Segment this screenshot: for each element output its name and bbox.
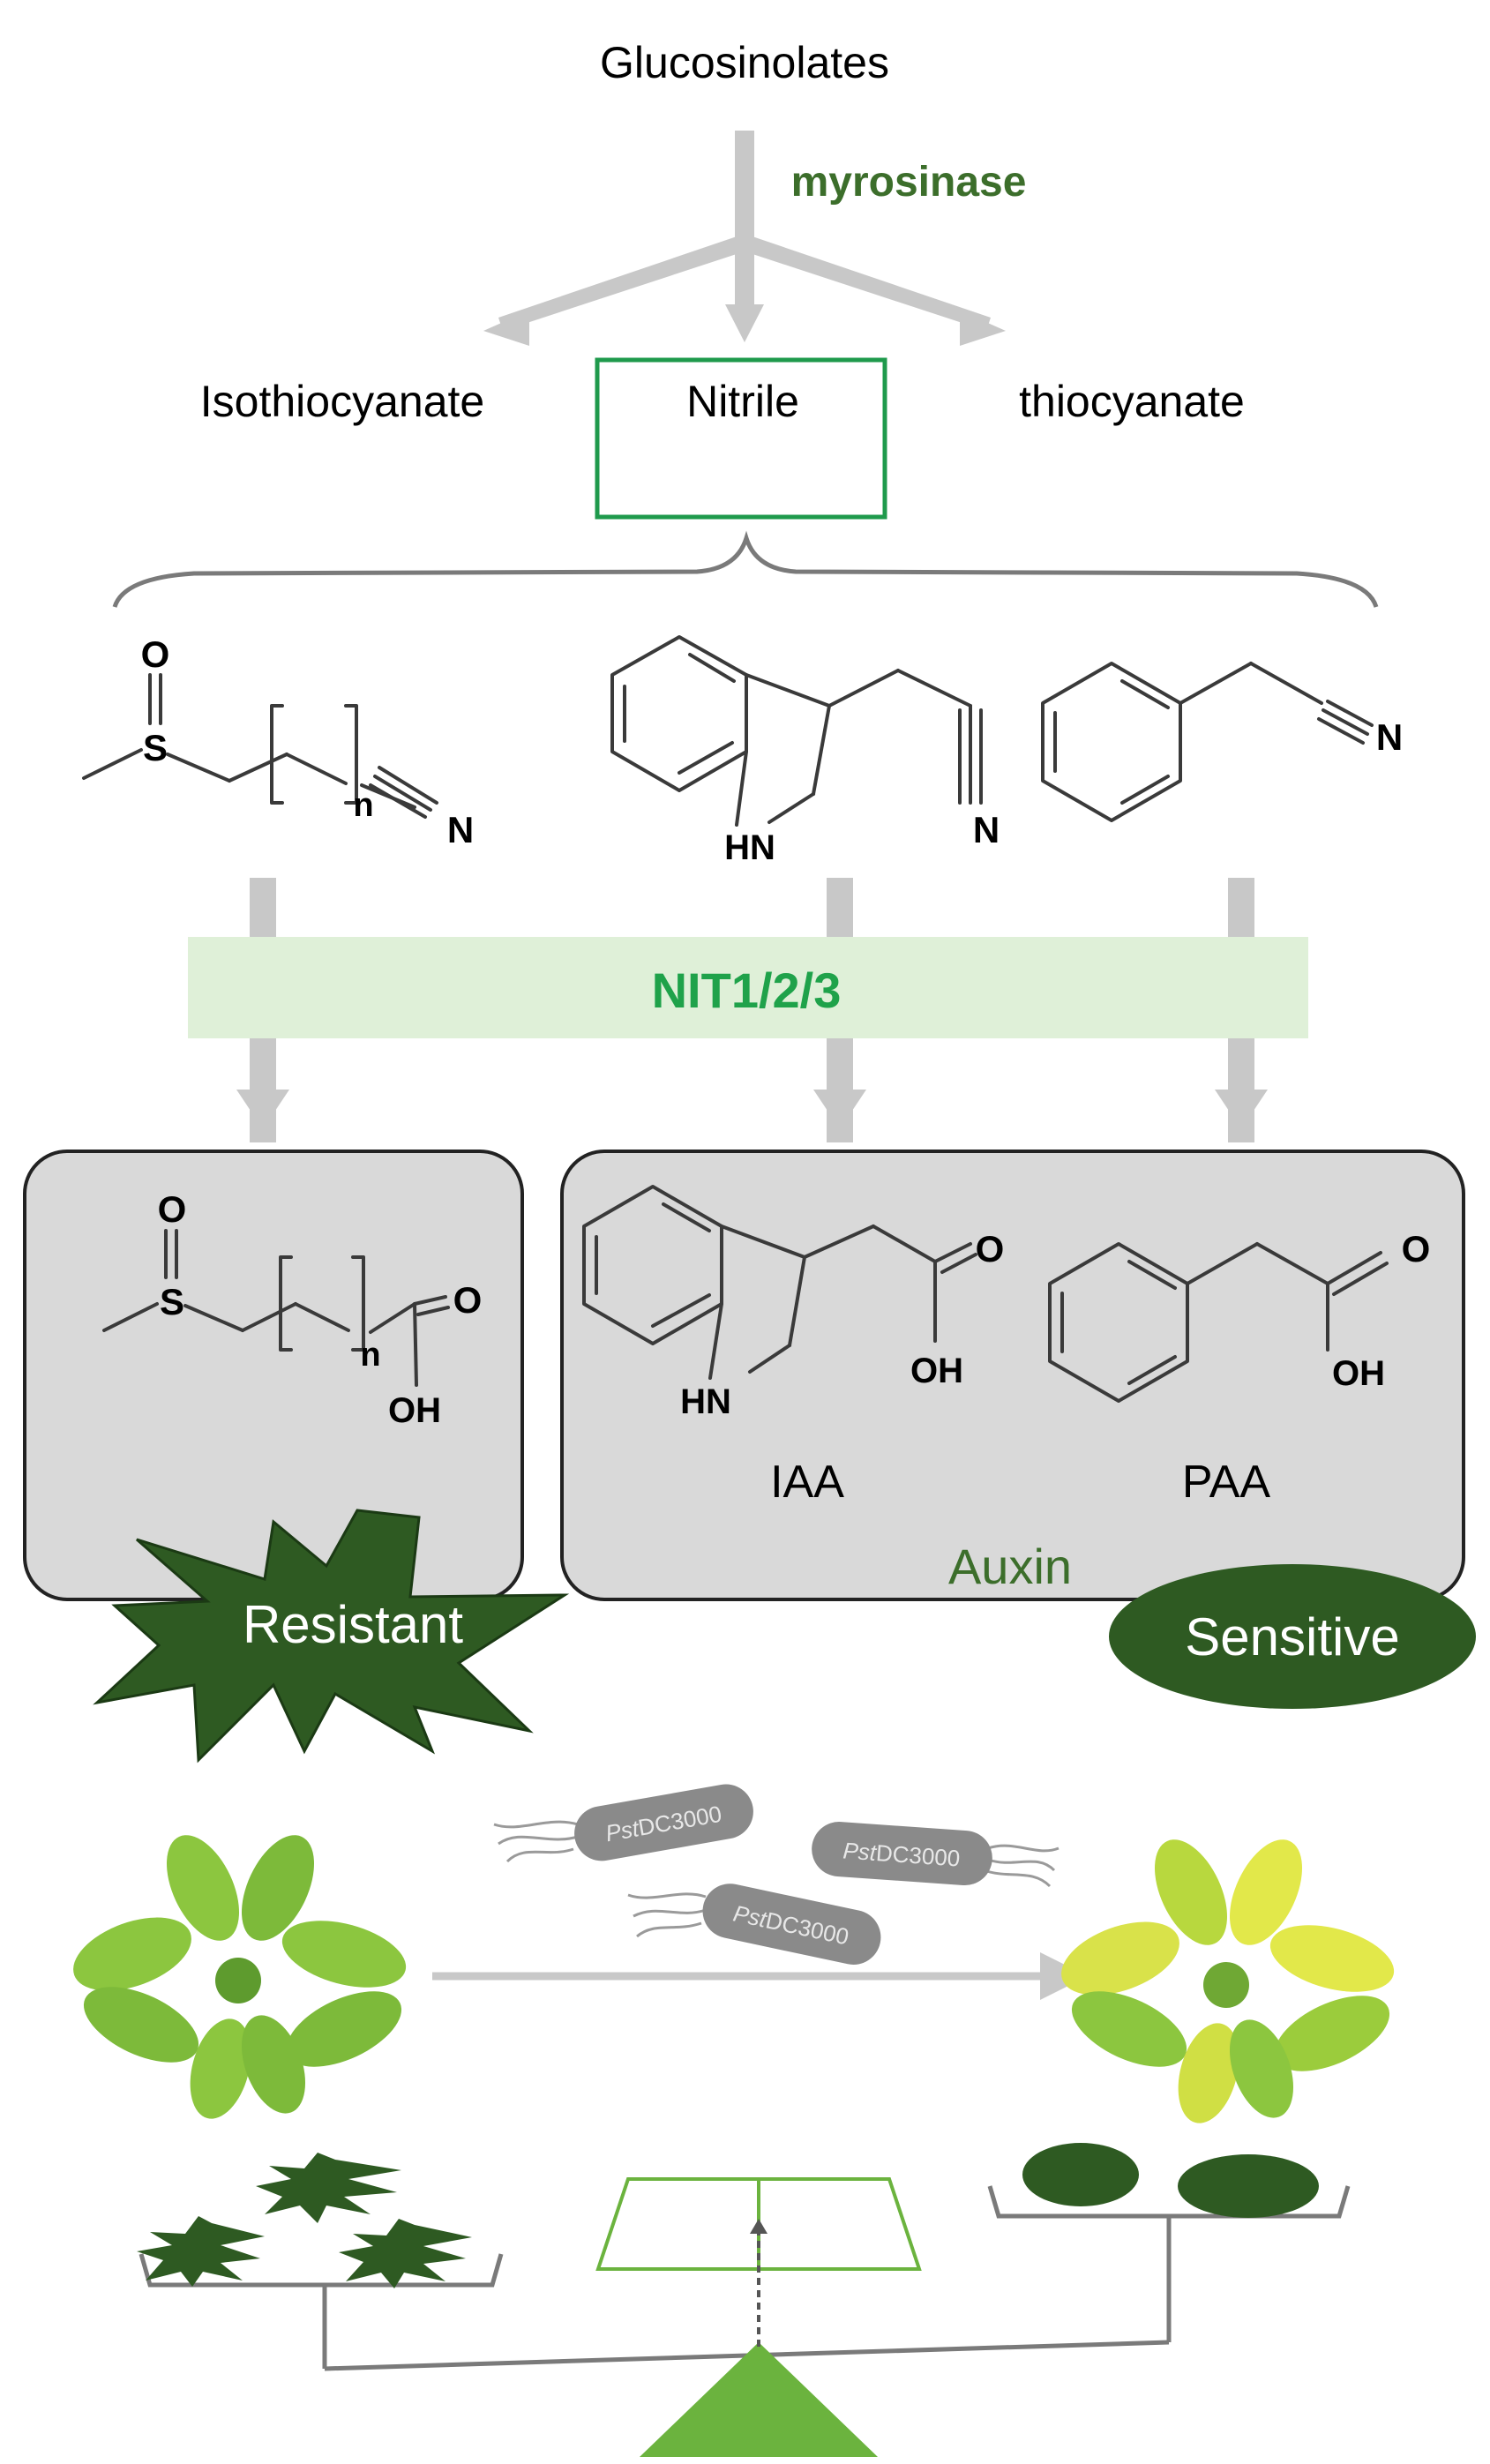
svg-text:O: O	[141, 633, 170, 675]
svg-text:N: N	[973, 809, 1000, 850]
svg-text:OH: OH	[1332, 1354, 1385, 1393]
paa-label: PAA	[1182, 1457, 1271, 1508]
svg-text:O: O	[976, 1228, 1005, 1269]
svg-text:O: O	[158, 1188, 187, 1230]
healthy-plant-icon	[73, 1835, 407, 2119]
methylsulfinyl-acid-structure: O S n O OH	[102, 1188, 483, 1430]
svg-text:HN: HN	[724, 828, 775, 867]
svg-text:N: N	[447, 809, 474, 850]
svg-text:N: N	[1376, 716, 1403, 758]
svg-text:OH: OH	[910, 1352, 963, 1390]
svg-text:HN: HN	[680, 1382, 731, 1421]
sensitive-label: Sensitive	[1185, 1607, 1399, 1666]
isothiocyanate-label: Isothiocyanate	[200, 377, 484, 426]
iaa-structure: HN O OH	[582, 1185, 1005, 1421]
myrosinase-label: myrosinase	[791, 159, 1027, 206]
nitrile-brace	[112, 530, 1379, 608]
svg-text:n: n	[353, 787, 373, 824]
sensitive-weights	[1022, 2143, 1319, 2218]
bacterium-3: PstDC3000	[627, 1884, 881, 1965]
nitrile-highlight-box	[595, 357, 887, 520]
svg-text:OH: OH	[388, 1391, 441, 1430]
nit-enzyme-bar	[188, 937, 1308, 1038]
svg-text:O: O	[1402, 1228, 1431, 1269]
nitrile-label: Nitrile	[686, 377, 799, 426]
indole-acetonitrile-structure: HN N	[610, 635, 1000, 867]
diseased-plant-icon	[1061, 1839, 1395, 2123]
phenylacetonitrile-structure: N	[1041, 662, 1403, 822]
svg-text:n: n	[360, 1337, 380, 1374]
svg-text:S: S	[160, 1281, 184, 1322]
balance-gauge	[595, 2177, 922, 2271]
resistant-starburst	[93, 1509, 570, 1764]
auxin-label: Auxin	[948, 1539, 1072, 1594]
sensitive-badge	[1109, 1564, 1476, 1709]
balance-scale	[139, 2177, 1351, 2457]
methylsulfinyl-nitrile-structure: O S n N	[82, 633, 474, 850]
glucosinolates-label: Glucosinolates	[600, 38, 889, 87]
nit-enzyme-label: NIT1/2/3	[652, 962, 842, 1018]
svg-text:O: O	[453, 1279, 483, 1321]
thiocyanate-label: thiocyanate	[1019, 377, 1245, 426]
paa-structure: O OH	[1048, 1228, 1431, 1403]
bacterium-2: PstDC3000	[812, 1822, 1059, 1888]
auxin-product-box	[560, 1150, 1465, 1601]
myrosinase-split-arrow	[483, 131, 1006, 346]
svg-text:S: S	[143, 727, 168, 768]
resistant-label: Resistant	[243, 1595, 463, 1654]
bacterium-1: PstDC3000	[493, 1784, 753, 1863]
iaa-label: IAA	[770, 1457, 844, 1508]
svg-text:PstDC3000: PstDC3000	[842, 1837, 962, 1871]
resistant-weights	[137, 2153, 472, 2288]
